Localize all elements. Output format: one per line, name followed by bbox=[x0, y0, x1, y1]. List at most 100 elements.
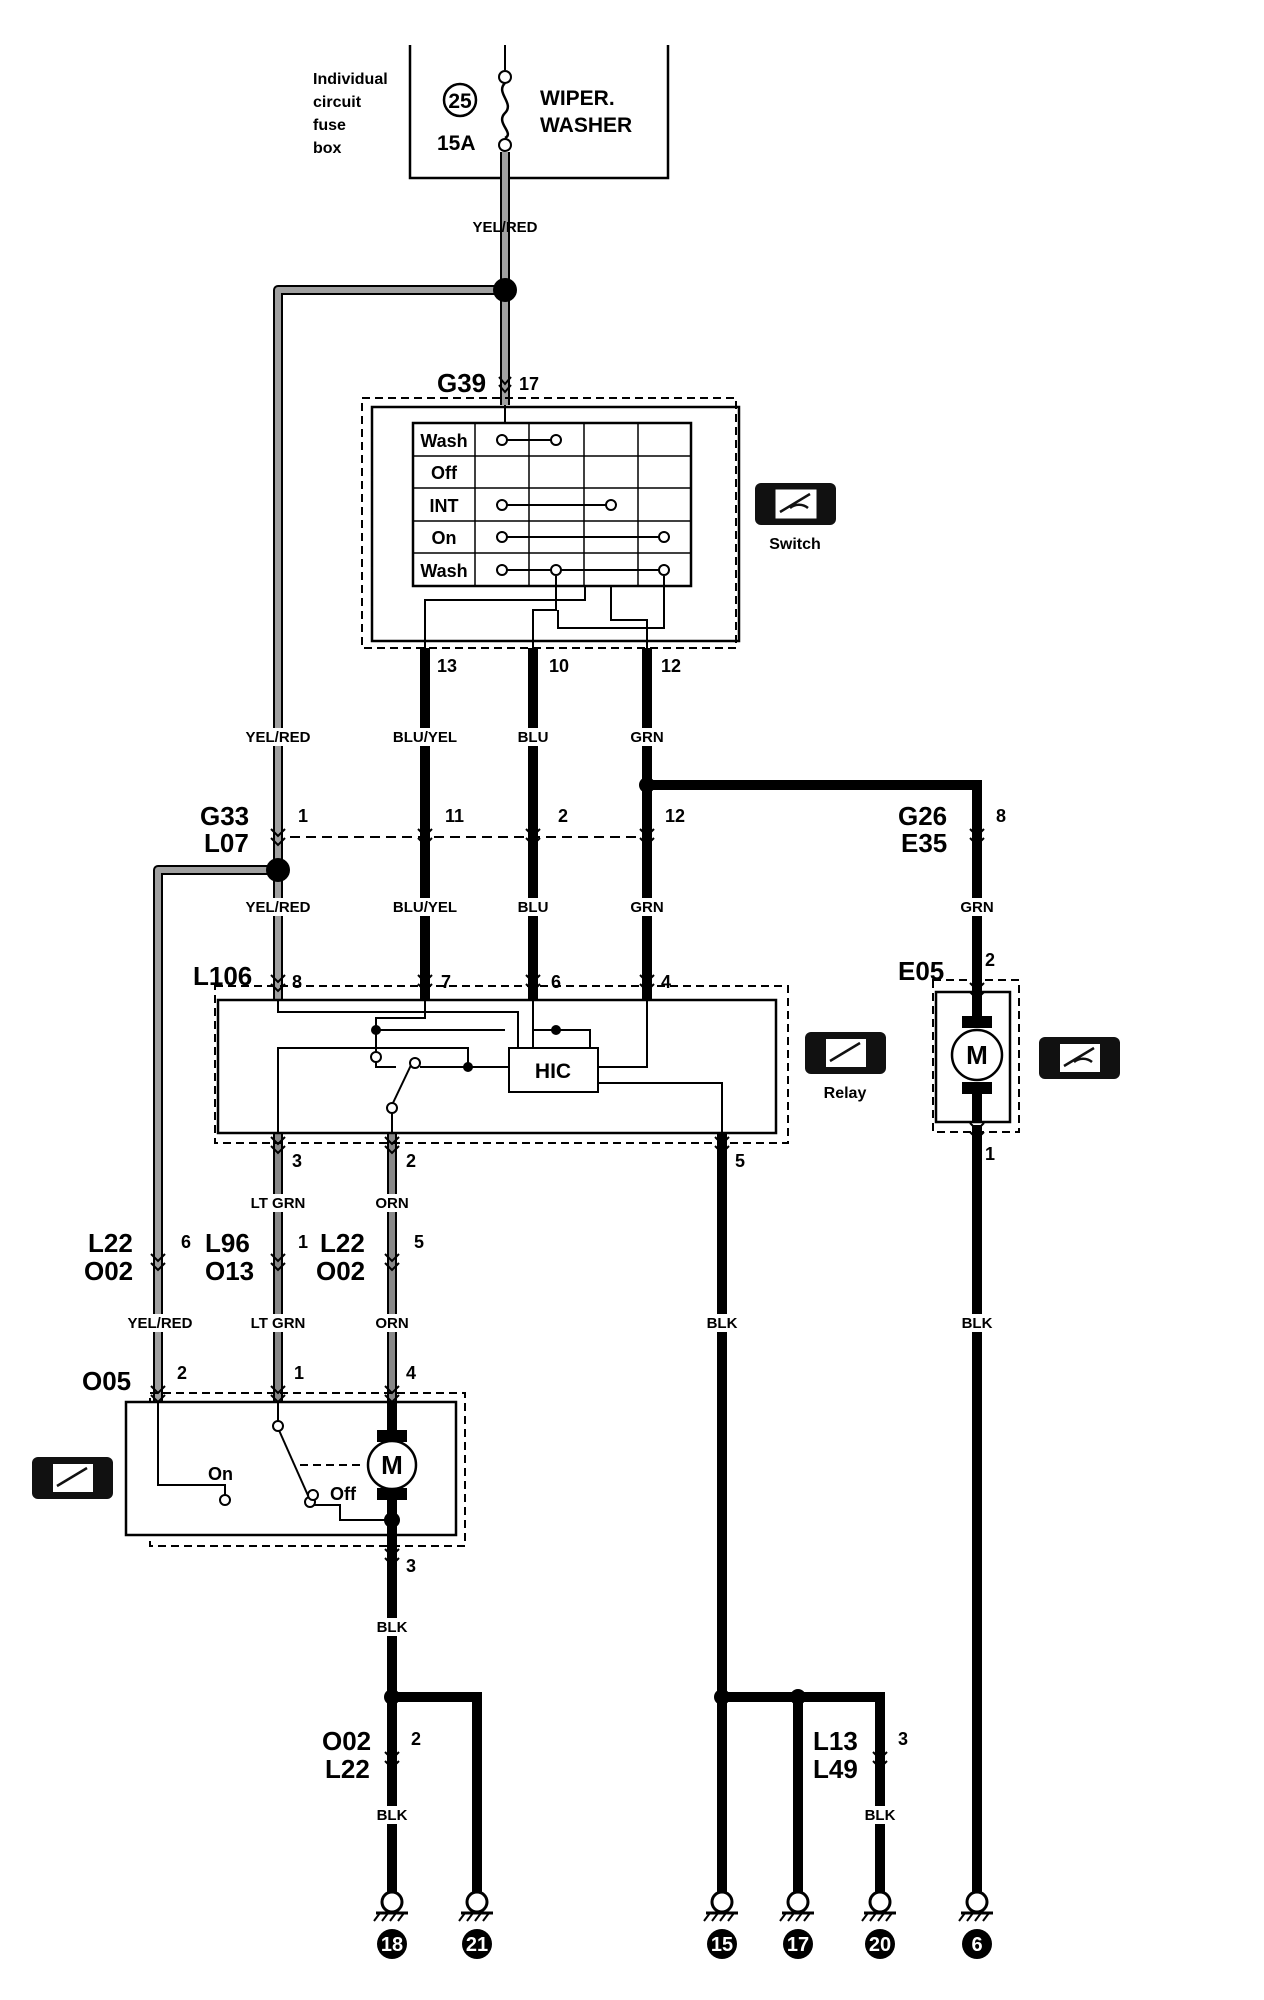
fuse-circuit-name-2: WASHER bbox=[540, 114, 632, 137]
wire-label-fuse-out: YEL/RED bbox=[472, 219, 537, 236]
connector-e35: E35 bbox=[901, 828, 947, 858]
splice-blk-mid bbox=[790, 1689, 806, 1705]
switch-position-table bbox=[411, 421, 693, 588]
ground-17: 17 bbox=[779, 1890, 814, 1959]
wire-label-yel-red-2: YEL/RED bbox=[245, 899, 310, 916]
switch-pin-17: 17 bbox=[519, 374, 539, 394]
ground-17-number: 17 bbox=[787, 1934, 809, 1956]
connector-l22-b: L22 bbox=[320, 1228, 365, 1258]
switch-row-wash: Wash bbox=[420, 431, 467, 451]
wire-label-blu-2: BLU bbox=[518, 899, 549, 916]
connector-l49: L49 bbox=[813, 1754, 858, 1784]
wire-labels-row-1 bbox=[236, 728, 667, 746]
connector-g26-e35: G26 E35 8 bbox=[898, 801, 1006, 858]
connector-e05: E05 bbox=[898, 956, 944, 986]
wiper-switch-on-label: On bbox=[208, 1464, 233, 1484]
switch-row-wash-2: Wash bbox=[420, 561, 467, 581]
wire-labels-row-4 bbox=[118, 1314, 995, 1332]
ground-points: 18 21 15 17 20 bbox=[373, 1890, 993, 1959]
wire-label-blk-2: BLK bbox=[962, 1315, 993, 1332]
ground-21: 21 bbox=[458, 1890, 493, 1959]
ground-6: 6 bbox=[958, 1890, 993, 1959]
relay-pin-4: 4 bbox=[661, 972, 671, 992]
wire-label-blk-5: BLK bbox=[865, 1807, 896, 1824]
ground-18: 18 bbox=[373, 1890, 408, 1959]
wire-label-bg-blk-4 bbox=[374, 1806, 410, 1824]
ground-20: 20 bbox=[861, 1890, 896, 1959]
switch-row-on: On bbox=[432, 528, 457, 548]
fuse-circuit-name-1: WIPER. bbox=[540, 87, 615, 110]
wire-label-yel-red-1: YEL/RED bbox=[245, 729, 310, 746]
fuse-box: Individual circuit fuse box 25 15A WIPER… bbox=[313, 45, 670, 180]
wire-labels-row-2 bbox=[236, 898, 997, 916]
wire-label-grn-2: GRN bbox=[630, 899, 663, 916]
relay-pin-5: 5 bbox=[735, 1151, 745, 1171]
wiper-switch-off-label: Off bbox=[330, 1484, 357, 1504]
splice-grn bbox=[639, 777, 655, 793]
switch-icon-label: Switch bbox=[769, 536, 821, 553]
connector-l13-l49: L13 L49 3 bbox=[813, 1726, 908, 1784]
fuse-number: 25 bbox=[448, 90, 472, 113]
e05-pin-1: 1 bbox=[985, 1144, 995, 1164]
connector-l22-a: L22 bbox=[88, 1228, 133, 1258]
switch-pin-13: 13 bbox=[437, 656, 457, 676]
wire-label-blk-3: BLK bbox=[377, 1619, 408, 1636]
wire-label-grn-1: GRN bbox=[630, 729, 663, 746]
connectors-l22-l96: L22 O02 6 L96 O13 1 L22 O02 5 bbox=[84, 1228, 424, 1286]
splice-yel-red bbox=[266, 858, 290, 882]
fuse-box-caption-4: box bbox=[313, 140, 342, 157]
ground-6-number: 6 bbox=[971, 1934, 982, 1956]
g33-pin-2: 2 bbox=[558, 806, 568, 826]
ground-18-number: 18 bbox=[381, 1934, 403, 1956]
wiper-motor-m: M bbox=[381, 1450, 403, 1480]
relay-pin-2: 2 bbox=[406, 1151, 416, 1171]
connector-o02-a: O02 bbox=[84, 1256, 133, 1286]
connector-g33: G33 bbox=[200, 801, 249, 831]
switch-row-off: Off bbox=[431, 463, 458, 483]
yel-red-harness bbox=[153, 152, 510, 1402]
relay-internal-circuit bbox=[277, 1000, 723, 1133]
o05-pin-4: 4 bbox=[406, 1363, 416, 1383]
connector-o05: O05 bbox=[82, 1366, 131, 1396]
connector-l22-c: L22 bbox=[325, 1754, 370, 1784]
connector-o02-b: O02 bbox=[316, 1256, 365, 1286]
relay-pin-7: 7 bbox=[441, 972, 451, 992]
wiper-switch: G39 17 Wash Off INT On Wash bbox=[361, 368, 836, 649]
wiper-motor-o05: O05 2 1 4 3 On Off M bbox=[32, 1363, 466, 1576]
o05-pin-2: 2 bbox=[177, 1363, 187, 1383]
switch-contacts bbox=[496, 434, 670, 576]
wire-label-yel-red-3: YEL/RED bbox=[127, 1315, 192, 1332]
wire-label-grn-3: GRN bbox=[960, 899, 993, 916]
switch-pin-12: 12 bbox=[661, 656, 681, 676]
g33-pin-12: 12 bbox=[665, 806, 685, 826]
fuse-number-circle bbox=[442, 82, 478, 118]
splice-fuse-output bbox=[493, 278, 517, 302]
o05-pin-3: 3 bbox=[406, 1556, 416, 1576]
connector-g33-l07: G33 L07 1 11 2 12 bbox=[200, 801, 685, 858]
wire-label-lt-grn-1: LT GRN bbox=[251, 1195, 306, 1212]
connector-g26: G26 bbox=[898, 801, 947, 831]
wiper-motor-symbol bbox=[366, 1439, 418, 1491]
hic-label: HIC bbox=[535, 1060, 571, 1083]
switch-internal-leads bbox=[424, 405, 665, 648]
washer-motor-m: M bbox=[966, 1040, 988, 1070]
relay-pin-8: 8 bbox=[292, 972, 302, 992]
ground-20-number: 20 bbox=[869, 1934, 891, 1956]
ground-15-number: 15 bbox=[711, 1934, 733, 1956]
wire-label-lt-grn-2: LT GRN bbox=[251, 1315, 306, 1332]
splice-blk-right bbox=[714, 1689, 730, 1705]
wire-labels-row-3 bbox=[244, 1194, 412, 1212]
ground-21-number: 21 bbox=[466, 1934, 488, 1956]
fuse-box-caption-2: circuit bbox=[313, 94, 362, 111]
wire-label-blk-4: BLK bbox=[377, 1807, 408, 1824]
wiper-relay: L106 8 7 6 4 3 2 5 bbox=[193, 961, 886, 1171]
washer-motor-symbol bbox=[950, 1028, 1004, 1082]
washer-motor-e05: E05 2 1 M bbox=[898, 950, 1120, 1164]
l96-pin-1: 1 bbox=[298, 1232, 308, 1252]
relay-connector-id: L106 bbox=[193, 961, 252, 991]
e05-pin-2: 2 bbox=[985, 950, 995, 970]
thick-wires bbox=[387, 648, 982, 1902]
wire-label-blu-yel-2: BLU/YEL bbox=[393, 899, 457, 916]
switch-row-int: INT bbox=[430, 496, 459, 516]
